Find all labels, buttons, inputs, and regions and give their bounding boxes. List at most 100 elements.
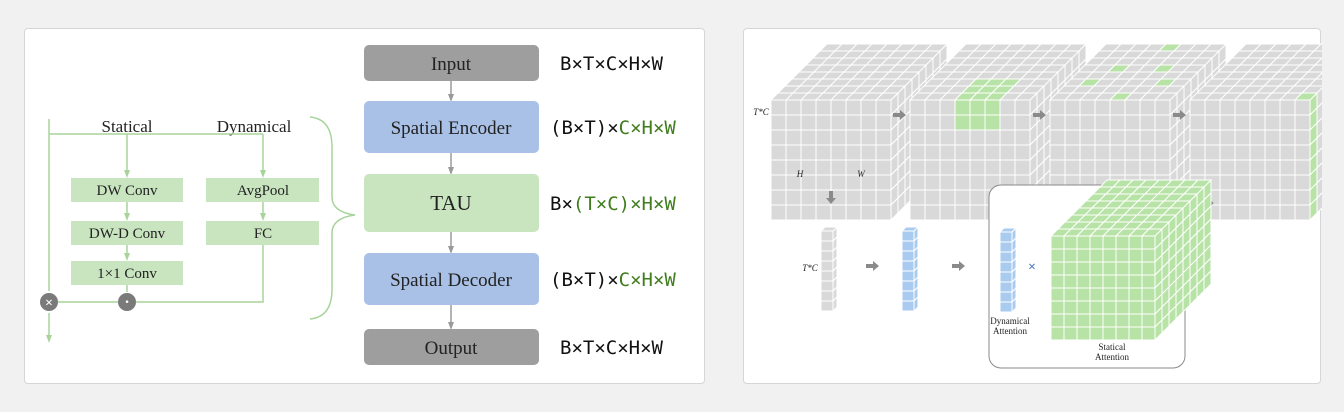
cube-cell bbox=[1128, 287, 1143, 302]
cube-cell bbox=[1128, 248, 1143, 263]
vector-cell bbox=[820, 230, 834, 242]
cube-cell bbox=[1203, 269, 1212, 293]
cube-cell bbox=[969, 99, 986, 116]
cube-cell bbox=[1063, 287, 1078, 302]
cube-cell bbox=[1249, 99, 1266, 116]
statical-attention-cube bbox=[1049, 178, 1213, 342]
cube-cell bbox=[969, 189, 986, 206]
cube-cell bbox=[1089, 300, 1104, 315]
cube-cell bbox=[1076, 274, 1091, 289]
cube-cell bbox=[999, 159, 1016, 176]
static-op-label: DW Conv bbox=[97, 183, 158, 199]
cube-cell bbox=[1154, 159, 1171, 176]
vector-cell bbox=[820, 290, 834, 302]
cube-cell bbox=[1102, 235, 1117, 250]
cube-cell bbox=[815, 129, 832, 146]
cube-cell bbox=[909, 99, 926, 116]
multiply-symbol: × bbox=[45, 296, 53, 311]
cube-cell bbox=[984, 114, 1001, 131]
cube-cell bbox=[845, 189, 862, 206]
axis-label-depth: T*C bbox=[753, 107, 770, 117]
cube-cell bbox=[1294, 99, 1311, 116]
static-op-label: 1×1 Conv bbox=[97, 266, 157, 282]
arrow-icon bbox=[952, 261, 965, 271]
cube-cell bbox=[1234, 204, 1251, 221]
dynamical-attention-vector bbox=[998, 226, 1018, 314]
dynamic-op-label: FC bbox=[254, 226, 272, 242]
branch-label-statical: Statical bbox=[102, 117, 153, 136]
cube-cell bbox=[1314, 72, 1322, 80]
cube-cell bbox=[1249, 189, 1266, 206]
cube-cell bbox=[1189, 129, 1206, 146]
cube-cell bbox=[1124, 99, 1141, 116]
cube-cell bbox=[1316, 177, 1322, 200]
cube-cell bbox=[909, 204, 926, 221]
cube-cell bbox=[1316, 102, 1322, 125]
cube-cell bbox=[1294, 159, 1311, 176]
cube-cell bbox=[815, 174, 832, 191]
cube-cell bbox=[1109, 144, 1126, 161]
cube-cell bbox=[770, 114, 787, 131]
cube-cell bbox=[1128, 326, 1143, 341]
cube-cell bbox=[1316, 192, 1322, 215]
cube-cell bbox=[1109, 114, 1126, 131]
pipeline-label: Input bbox=[431, 54, 472, 75]
vector-cell bbox=[832, 295, 838, 313]
cube-cell bbox=[954, 204, 971, 221]
shape-text-black: (B×T)× bbox=[550, 117, 619, 139]
cube-cell bbox=[1139, 159, 1156, 176]
cube-cell bbox=[845, 114, 862, 131]
cube-cell bbox=[785, 129, 802, 146]
channel-cube bbox=[1188, 43, 1322, 222]
cube-cell bbox=[1089, 235, 1104, 250]
shape-annotation: B×(T×C)×H×W bbox=[550, 193, 676, 215]
axis-label-height: H bbox=[796, 169, 804, 179]
cube-cell bbox=[875, 204, 892, 221]
cube-cell bbox=[1076, 261, 1091, 276]
vector-cell bbox=[820, 250, 834, 262]
shape-annotation: (B×T)×C×H×W bbox=[550, 117, 676, 139]
vector-cell bbox=[819, 226, 839, 232]
dot-symbol: · bbox=[124, 294, 129, 311]
cube-cell bbox=[924, 129, 941, 146]
cube-cell bbox=[875, 129, 892, 146]
vector-cell bbox=[820, 260, 834, 272]
cube-cell bbox=[1063, 300, 1078, 315]
cube-cell bbox=[1050, 261, 1065, 276]
cube-cell bbox=[770, 174, 787, 191]
cube-cell bbox=[1140, 228, 1164, 237]
cube-cell bbox=[1089, 313, 1104, 328]
cube-cell bbox=[1249, 159, 1266, 176]
cube-cell bbox=[830, 159, 847, 176]
cube-cell bbox=[1312, 43, 1322, 52]
cube-cell bbox=[1189, 99, 1206, 116]
vector-cell bbox=[820, 240, 834, 252]
cube-cell bbox=[770, 129, 787, 146]
dynamic-op-box bbox=[206, 221, 319, 245]
cube-cell bbox=[1115, 235, 1130, 250]
cube-cell bbox=[1050, 313, 1065, 328]
cube-cell bbox=[1279, 129, 1296, 146]
cube-cell bbox=[1234, 99, 1251, 116]
cube-cell bbox=[1115, 261, 1130, 276]
cube-cell bbox=[1316, 132, 1322, 155]
pipeline-label: Output bbox=[425, 338, 479, 359]
cube-cell bbox=[770, 204, 787, 221]
cube-cell bbox=[999, 114, 1016, 131]
cube-cell bbox=[875, 189, 892, 206]
pipeline-box-0 bbox=[364, 45, 539, 81]
cube-cell bbox=[1049, 129, 1066, 146]
cube-cell bbox=[1115, 248, 1130, 263]
cube-cell bbox=[924, 189, 941, 206]
cube-cell bbox=[1249, 114, 1266, 131]
cube-cell bbox=[785, 114, 802, 131]
cube-cell bbox=[1089, 261, 1104, 276]
cube-cell bbox=[939, 99, 956, 116]
cube-cell bbox=[999, 144, 1016, 161]
cube-cell bbox=[1102, 300, 1117, 315]
cube-cell bbox=[1094, 99, 1111, 116]
cube-cell bbox=[1279, 159, 1296, 176]
cube-cell bbox=[845, 99, 862, 116]
cube-cell bbox=[1141, 287, 1156, 302]
